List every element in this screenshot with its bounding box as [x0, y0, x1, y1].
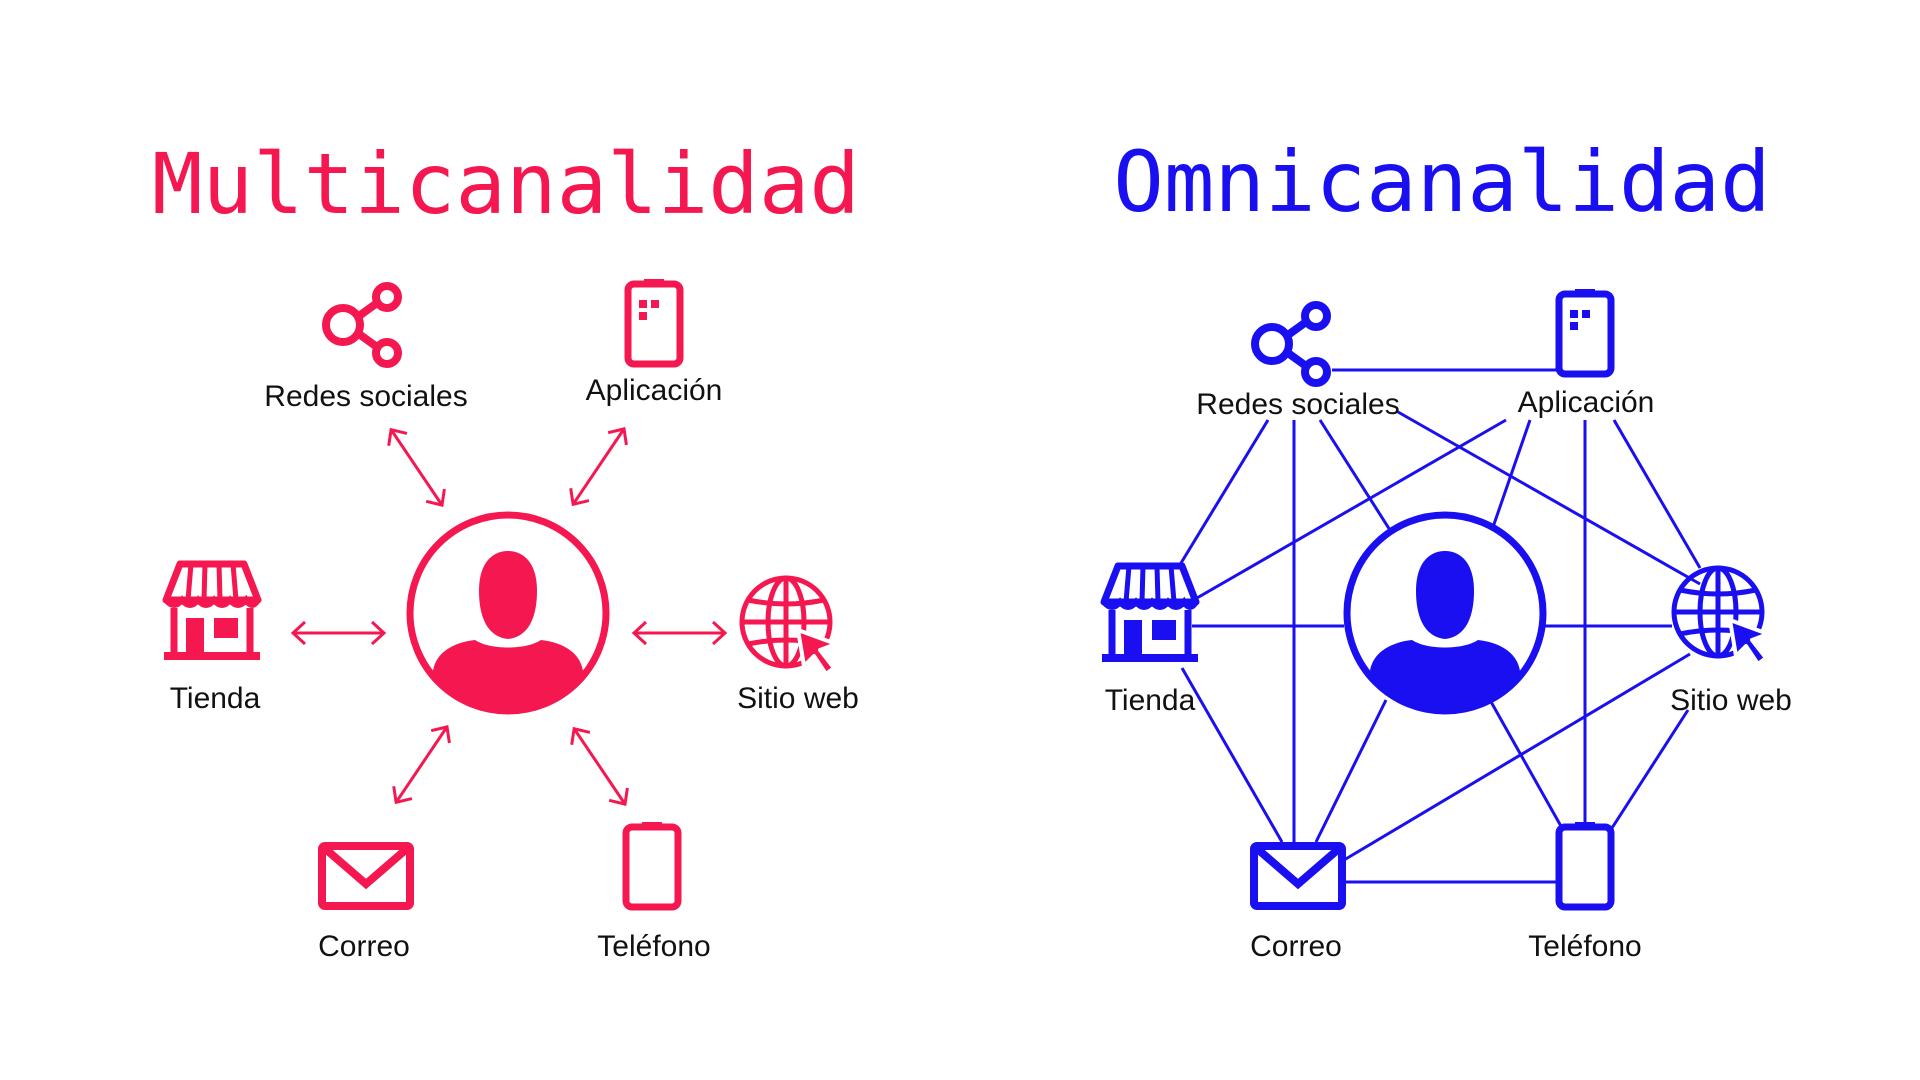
- channel-label-mail: Correo: [318, 930, 410, 963]
- channel-label-app: Aplicación: [1518, 386, 1655, 419]
- phone-icon: [626, 822, 678, 907]
- globe-cursor-icon: [1674, 568, 1768, 664]
- arrow-web: [632, 620, 727, 646]
- mobile-app-icon: [1559, 289, 1611, 374]
- omnichannel-connections: [1176, 368, 1702, 884]
- envelope-icon: [1254, 846, 1342, 906]
- channel-label-social: Redes sociales: [264, 380, 467, 413]
- mobile-app-icon: [628, 279, 680, 364]
- envelope-icon: [322, 846, 410, 906]
- link-social-store: [1176, 419, 1270, 569]
- multichannel-panel: Multicanalidad Redes sociales Aplicación…: [152, 135, 860, 963]
- channel-label-social: Redes sociales: [1196, 388, 1399, 421]
- link-app-store: [1189, 418, 1507, 604]
- channel-label-store: Tienda: [1105, 684, 1196, 717]
- globe-cursor-icon: [742, 578, 836, 674]
- user-icon: [410, 515, 606, 711]
- link-web-mail: [1343, 652, 1691, 862]
- share-icon: [326, 286, 398, 364]
- link-user-mail: [1314, 699, 1388, 843]
- link-social-user: [1318, 419, 1397, 539]
- user-icon: [1347, 515, 1543, 711]
- link-app-web: [1612, 419, 1702, 569]
- arrow-mail: [385, 719, 458, 810]
- arrow-store: [291, 620, 386, 646]
- channel-label-app: Aplicación: [586, 374, 723, 407]
- omnichannel-title: Omnicanalidad: [1113, 133, 1770, 231]
- arrow-social: [380, 422, 453, 513]
- multichannel-title: Multicanalidad: [152, 135, 860, 233]
- arrow-app: [562, 421, 635, 512]
- channel-label-mail: Correo: [1250, 930, 1342, 963]
- channel-label-store: Tienda: [170, 682, 261, 715]
- store-icon: [1102, 566, 1198, 662]
- link-web-phone: [1610, 709, 1690, 829]
- phone-icon: [1559, 822, 1611, 907]
- channel-label-web: Sitio web: [1670, 684, 1792, 717]
- share-icon: [1255, 305, 1327, 383]
- channel-label-phone: Teléfono: [597, 930, 710, 963]
- link-social-web: [1397, 410, 1701, 586]
- arrow-phone: [563, 721, 636, 812]
- link-store-mail: [1180, 667, 1284, 843]
- omnichannel-panel: Omnicanalidad: [1102, 133, 1792, 963]
- store-icon: [164, 564, 260, 660]
- link-user-phone: [1488, 699, 1564, 829]
- link-app-user: [1490, 419, 1532, 531]
- channel-label-phone: Teléfono: [1528, 930, 1641, 963]
- channel-label-web: Sitio web: [737, 682, 859, 715]
